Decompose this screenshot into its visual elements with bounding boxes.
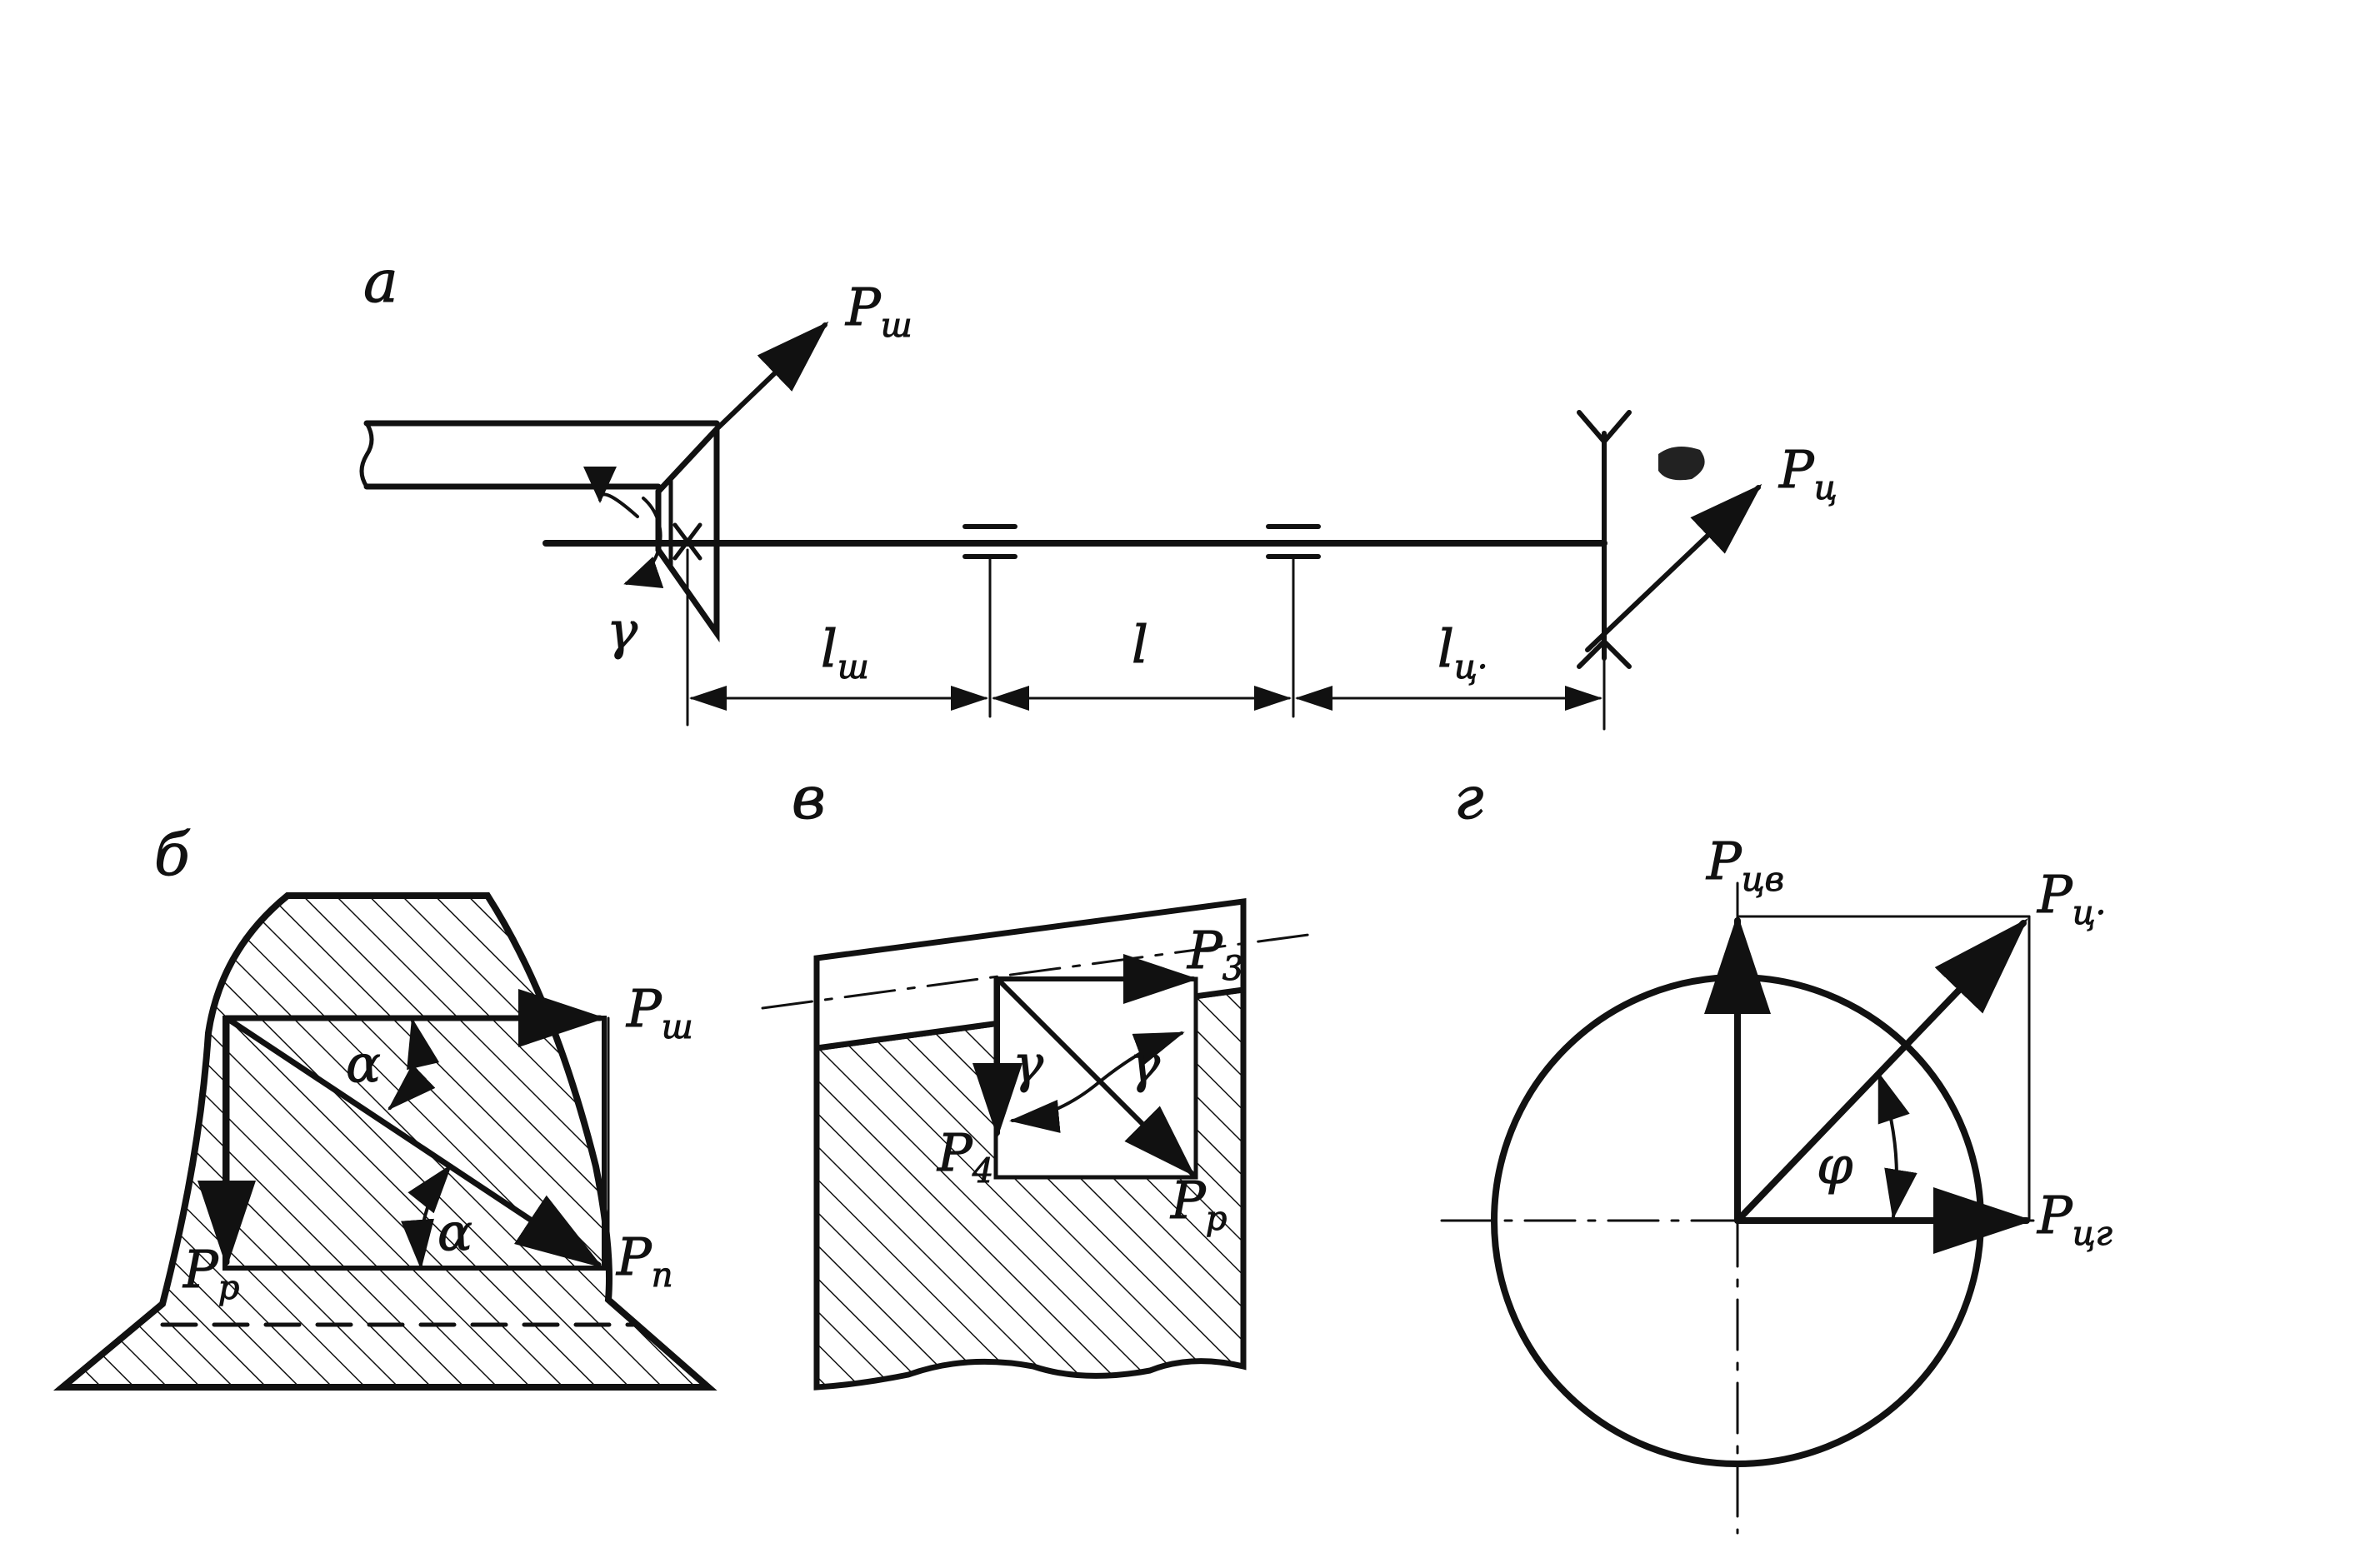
force-P-n-arrow: [223, 1015, 603, 1268]
panel-g-force-components: г φ Pцв Pц· Pцг: [1440, 764, 2112, 1535]
panel-label-v: в: [792, 764, 826, 832]
force-P-ts-arrow: [1585, 483, 1762, 652]
P-tsg-label: Pцг: [2037, 1185, 2112, 1253]
alpha-arc-bottom: [401, 1163, 452, 1270]
l-ts-label: lц·: [1438, 618, 1488, 687]
gamma-arc-left: [1009, 1080, 1102, 1133]
P-ts-label-a: Pц: [1778, 439, 1838, 507]
P-r-label-v: Pр: [1170, 1170, 1227, 1238]
bearing-left: [962, 524, 1018, 718]
panel-a-shaft-layout: а γ Pш Pц: [359, 247, 1838, 731]
alpha-label-top: α: [346, 1033, 381, 1094]
P-sh-label-b: Pш: [626, 978, 693, 1046]
alpha-label-bottom: α: [438, 1201, 472, 1262]
panel-b-gear-tooth: б α α Pш Pр Pп: [52, 821, 718, 1391]
output-gear-top-fork: [1577, 410, 1632, 446]
panel-label-b: б: [154, 821, 190, 889]
input-shaft-break: [359, 421, 374, 489]
alpha-arc-top: [388, 1017, 440, 1111]
panel-label-g: г: [1454, 764, 1483, 832]
force-P-ts-arrow-g: [1734, 918, 2028, 1224]
phi-label: φ: [1817, 1135, 1853, 1196]
force-P-sh-arrow: [714, 321, 829, 432]
helix-axis-line: [761, 933, 1310, 1010]
rotation-arrow-gamma-2: [583, 466, 639, 518]
P-sh-label: Pш: [845, 277, 912, 345]
P-n-label: Pп: [616, 1226, 672, 1295]
P-tsv-label: Pцв: [1706, 831, 1784, 899]
l-label: l: [1132, 614, 1148, 675]
panel-label-a: а: [363, 247, 398, 316]
gamma-label-v-left: γ: [1012, 1033, 1044, 1094]
P-r-label-b: Pр: [182, 1239, 239, 1307]
rotation-arrow-gamma: [623, 497, 664, 588]
gamma-label-a: γ: [607, 600, 638, 661]
section-top-band: [813, 898, 1247, 1052]
ink-smudge: [1658, 447, 1705, 481]
panel-v-helical-section: в γ γ P3 P4 Pр: [761, 764, 1310, 1391]
phi-arc: [1878, 1071, 1918, 1220]
P-ts-label-g: Pц·: [2037, 864, 2106, 932]
force-P-r-arrow-v: [995, 976, 1196, 1177]
l-sh-label: lш: [821, 618, 869, 687]
output-gear-bottom-fork: [1577, 637, 1632, 669]
gamma-label-v-right: γ: [1129, 1033, 1161, 1094]
bearing-right: [1266, 524, 1321, 718]
gamma-arc-right: [1098, 1031, 1185, 1083]
P-4-label: P4: [937, 1122, 993, 1191]
P-3-label: P3: [1187, 920, 1243, 988]
